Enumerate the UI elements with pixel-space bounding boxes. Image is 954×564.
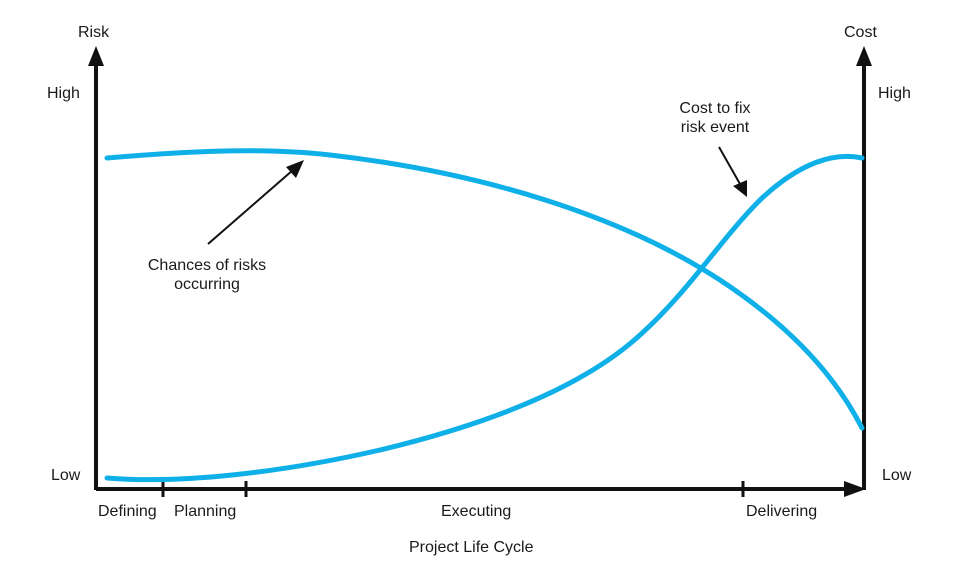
right-axis-title: Cost (844, 24, 877, 41)
left-axis-arrowhead (88, 46, 104, 66)
risk-curve (104, 148, 865, 431)
phase-label-delivering: Delivering (746, 503, 818, 520)
left-axis-title: Risk (78, 24, 110, 41)
left-high-label: High (47, 85, 80, 102)
cost-curve-label-line1: Cost to fix (679, 100, 751, 117)
risk-annotation-arrowhead (286, 160, 304, 178)
cost-curve-label-line2: risk event (680, 119, 750, 136)
left-low-label: Low (51, 467, 81, 484)
risk-curve-label-line2: occurring (174, 276, 240, 293)
phase-label-defining: Defining (98, 503, 157, 520)
x-axis-title: Project Life Cycle (409, 539, 534, 556)
right-high-label: High (878, 85, 911, 102)
phase-label-executing: Executing (441, 503, 512, 520)
x-axis-arrowhead (844, 481, 866, 497)
risk-curve-label: Chances of risks occurring (112, 256, 302, 294)
right-axis-arrowhead (856, 46, 872, 66)
right-low-label: Low (882, 467, 912, 484)
risk-curve-label-line1: Chances of risks (147, 257, 267, 274)
cost-annotation-arrow (718, 146, 741, 185)
cost-curve-label: Cost to fix risk event (655, 99, 775, 137)
cost-annotation-arrowhead (733, 180, 747, 197)
phase-label-planning: Planning (174, 503, 237, 520)
cost-curve (104, 153, 865, 483)
risk-annotation-arrow (207, 169, 294, 245)
